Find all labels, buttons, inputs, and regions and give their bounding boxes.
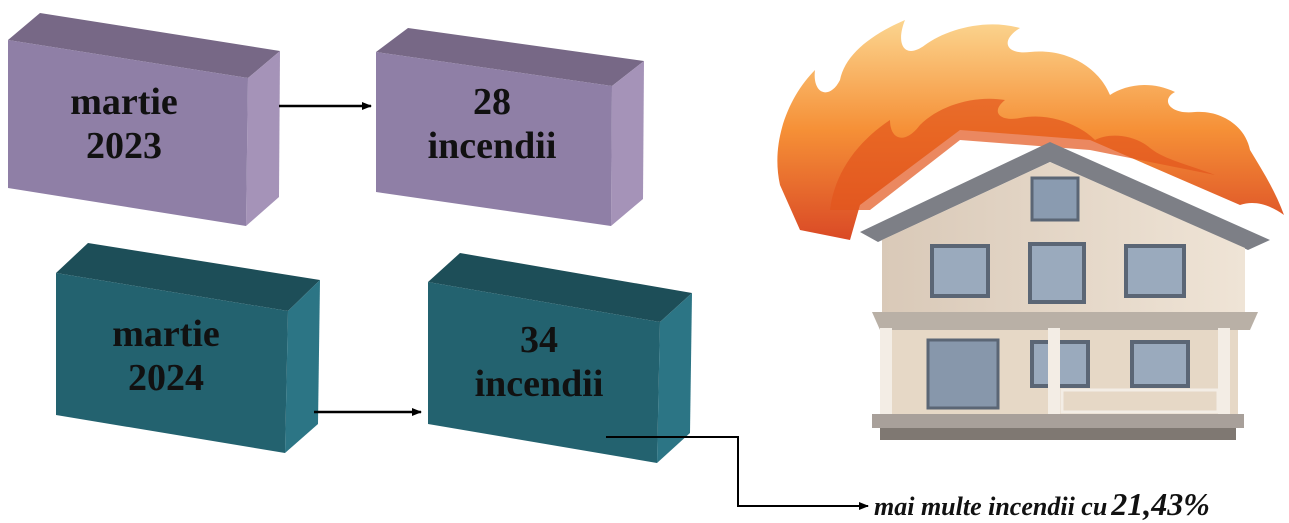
house-window — [930, 244, 990, 298]
box-month-2024-line2: 2024 — [128, 357, 204, 399]
box-count-2023-top — [376, 28, 644, 86]
box-month-2024-label: martie 2024 — [82, 312, 250, 400]
box-count-2024-front — [428, 282, 660, 463]
box-count-2024-line2: incendii — [474, 363, 604, 405]
flames-inner — [830, 98, 1215, 210]
house-column — [1218, 328, 1230, 420]
box-count-2023-line2: incendii — [427, 125, 557, 167]
box-count-2024-label: 34 incendii — [454, 318, 624, 406]
footnote: mai multe incendii cu 21,43% — [874, 486, 1210, 523]
footnote-text: mai multe incendii cu — [874, 492, 1108, 521]
box-month-2023-line2: 2023 — [86, 125, 162, 167]
box-month-2023-front — [8, 40, 248, 226]
house-window — [1028, 242, 1086, 304]
box-count-2023-label: 28 incendii — [406, 80, 578, 168]
box-month-2023-side — [246, 51, 280, 226]
house-porch-floor — [872, 414, 1244, 428]
house-roof — [860, 142, 1270, 250]
house-column — [1048, 328, 1060, 420]
house-railing — [1060, 388, 1220, 414]
box-month-2023 — [8, 13, 280, 226]
box-count-2024-side — [657, 293, 692, 463]
box-count-2023-side — [611, 61, 644, 226]
box-month-2024-top — [56, 243, 320, 311]
box-month-2024 — [56, 243, 320, 453]
connector-to-footnote — [606, 436, 869, 510]
burning-house-icon — [777, 20, 1284, 440]
footnote-percent: 21,43% — [1111, 486, 1210, 522]
box-count-2023-line1: 28 — [473, 81, 511, 123]
house-window — [1130, 340, 1190, 388]
box-month-2024-line1: martie — [112, 313, 220, 355]
box-count-2023 — [376, 28, 644, 226]
box-count-2024-line1: 34 — [520, 319, 558, 361]
house-column — [880, 328, 892, 420]
box-month-2024-front — [56, 273, 288, 453]
house-window — [1124, 244, 1186, 298]
box-count-2024-top — [428, 253, 692, 322]
box-month-2023-line1: martie — [70, 81, 178, 123]
box-month-2023-top — [8, 13, 280, 78]
house-porch-roof — [872, 312, 1258, 330]
box-count-2023-front — [376, 52, 612, 226]
house-attic-window — [1030, 176, 1080, 222]
house-foundation — [880, 428, 1236, 440]
house-door — [926, 338, 1000, 410]
box-count-2024 — [428, 253, 692, 463]
box-month-2024-side — [285, 280, 320, 453]
box-month-2023-label: martie 2023 — [40, 80, 208, 168]
